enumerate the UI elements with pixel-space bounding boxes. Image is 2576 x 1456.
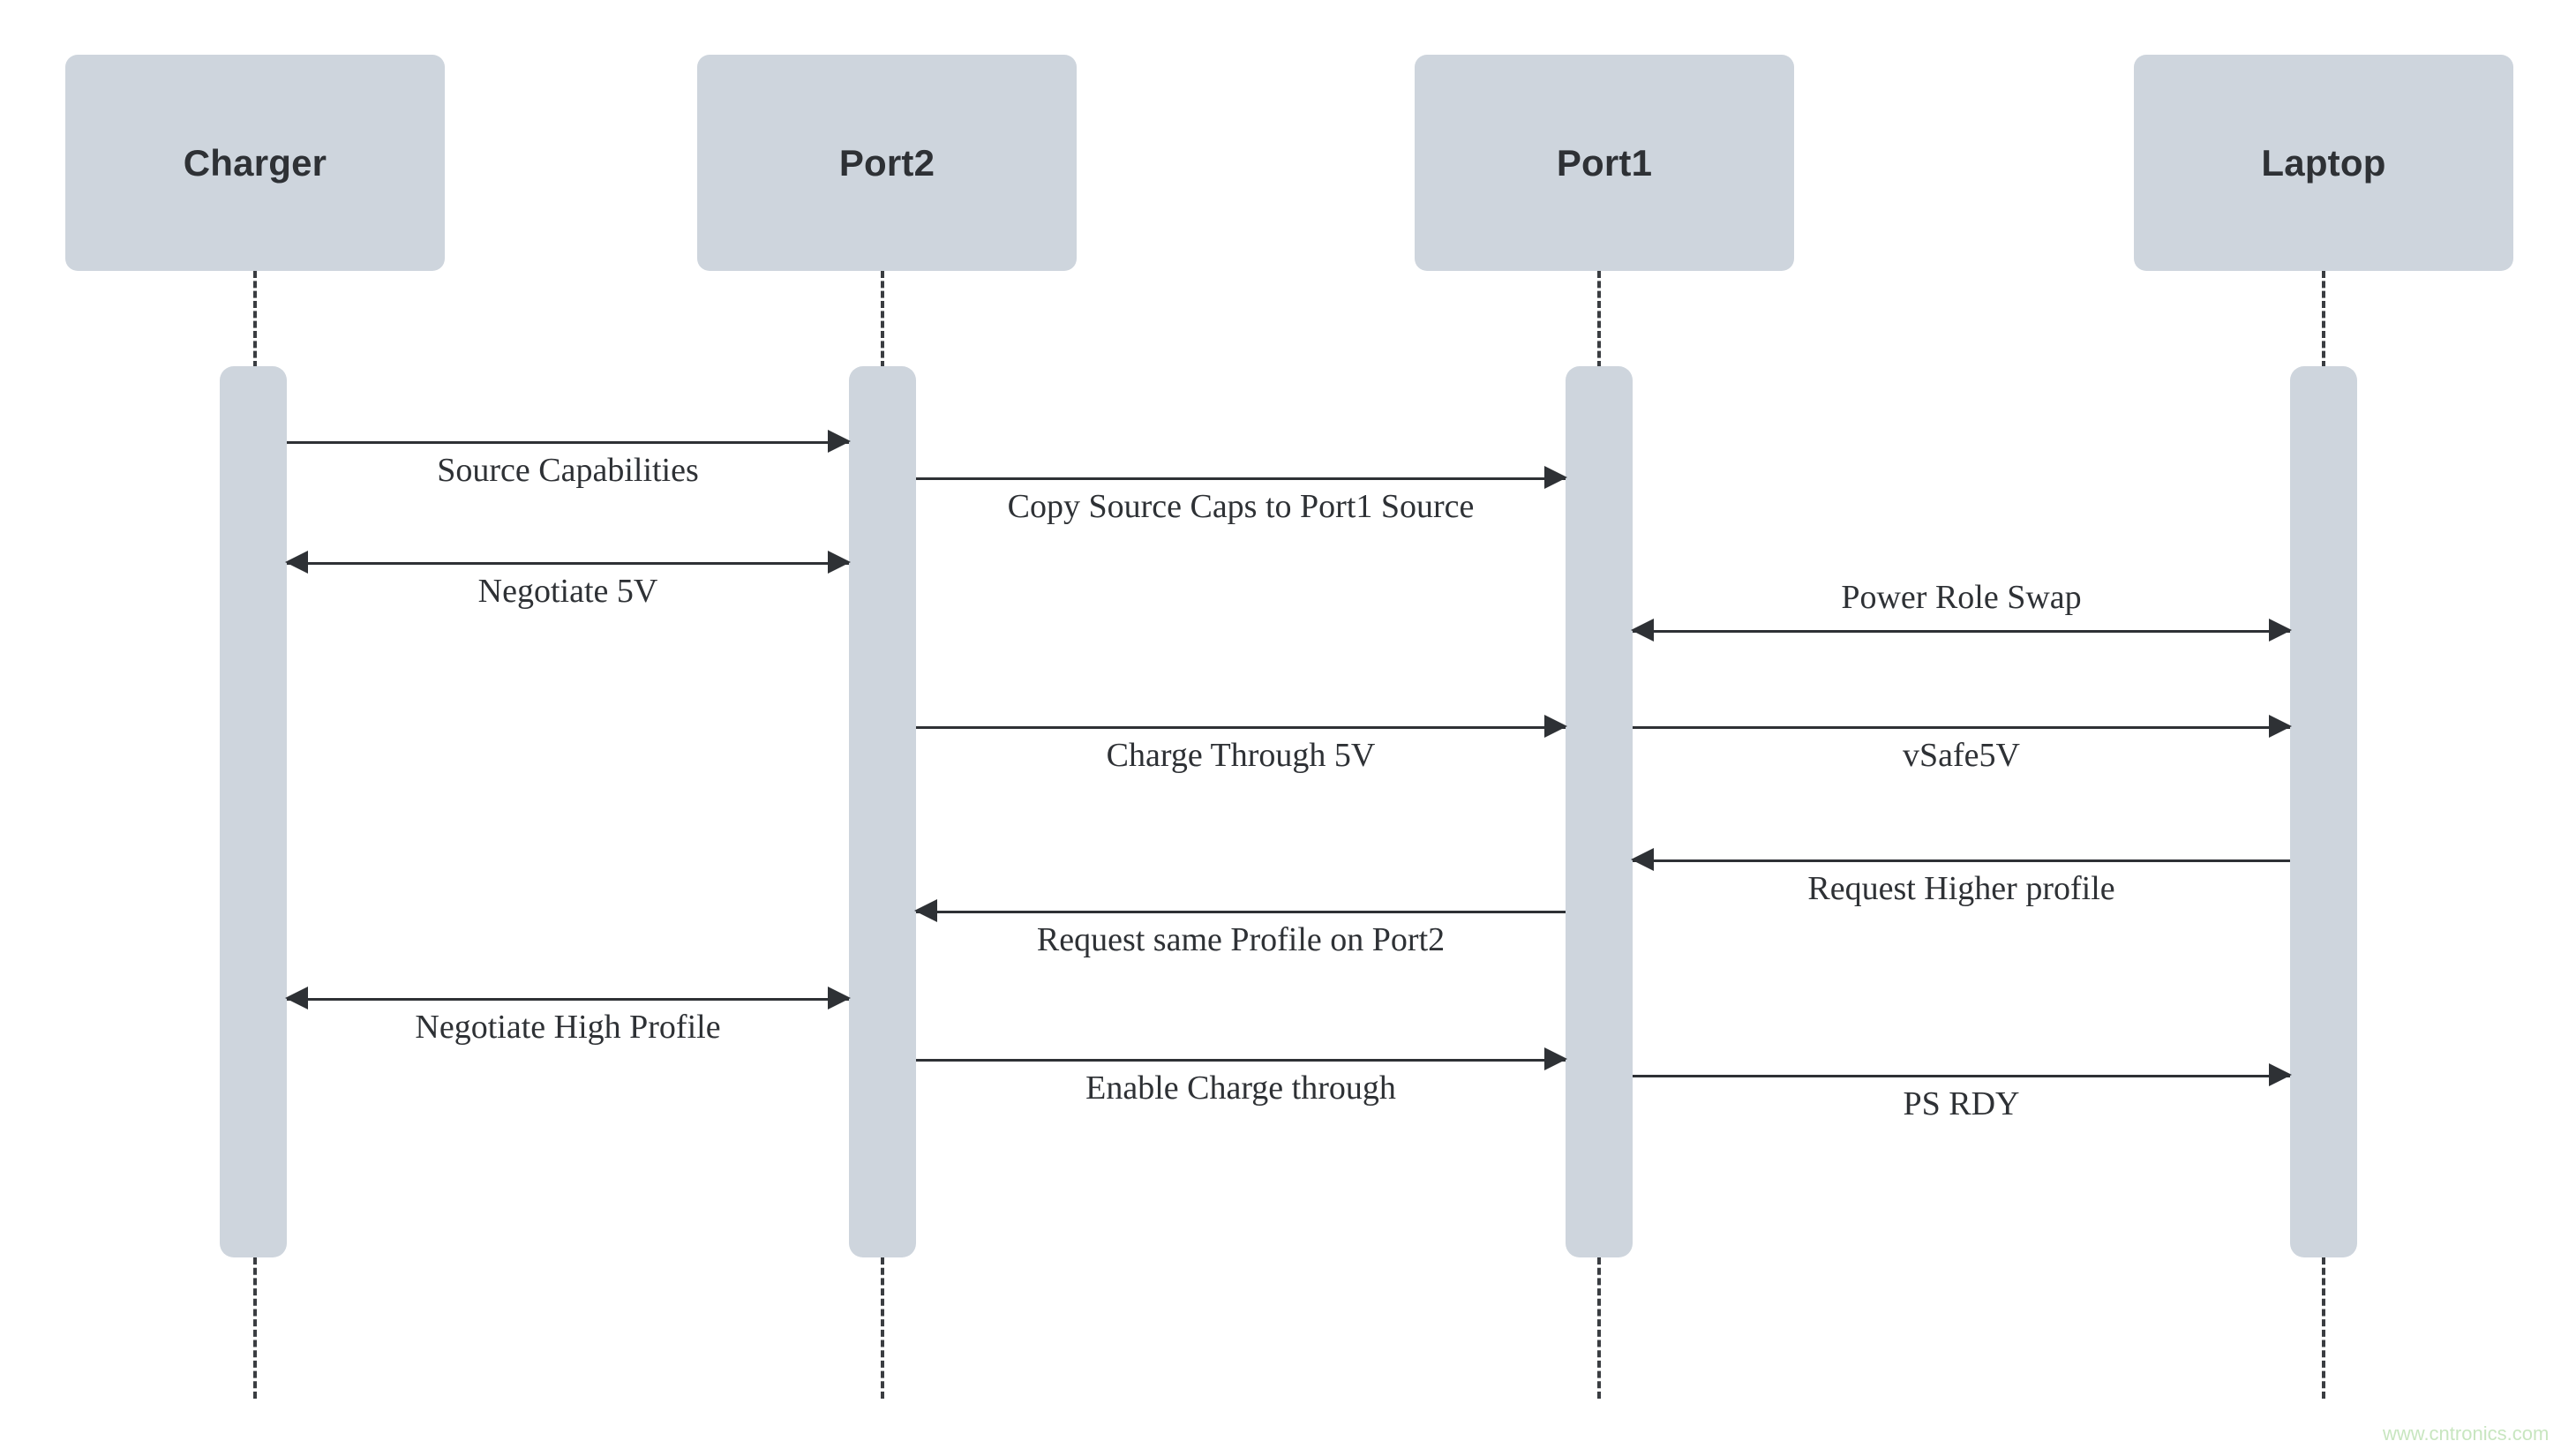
activation-bar-charger (220, 366, 287, 1257)
watermark: www.cntronics.com (2383, 1422, 2550, 1445)
participant-label: Charger (183, 141, 327, 184)
message-line (916, 1059, 1566, 1062)
arrowhead-right-icon (1544, 715, 1567, 738)
message-line (287, 998, 849, 1001)
arrowhead-right-icon (828, 987, 851, 1009)
activation-bar-laptop (2290, 366, 2357, 1257)
arrowhead-left-icon (914, 899, 937, 922)
arrowhead-left-icon (1631, 619, 1654, 642)
message-line (1633, 726, 2290, 729)
message-label: Copy Source Caps to Port1 Source (1007, 488, 1475, 525)
participant-label: Port2 (838, 141, 935, 184)
arrowhead-left-icon (285, 987, 308, 1009)
message-label: Power Role Swap (1841, 579, 2082, 616)
message-label: Source Capabilities (437, 452, 699, 489)
message-label: PS RDY (1903, 1085, 2020, 1122)
message-label: Request same Profile on Port2 (1036, 921, 1446, 958)
message-label: Request Higher profile (1807, 870, 2115, 907)
activation-bar-port1 (1566, 366, 1633, 1257)
participant-label: Port1 (1556, 141, 1653, 184)
message-line (287, 562, 849, 565)
participant-box-charger[interactable]: Charger (65, 55, 445, 271)
participant-box-port2[interactable]: Port2 (697, 55, 1077, 271)
message-label: Enable Charge through (1085, 1069, 1396, 1107)
message-line (916, 477, 1566, 480)
lifeline-charger (253, 1257, 257, 1399)
message-line (1633, 630, 2290, 633)
arrowhead-right-icon (828, 551, 851, 574)
arrowhead-right-icon (1544, 466, 1567, 489)
message-label: vSafe5V (1903, 737, 2020, 774)
message-line (1633, 1075, 2290, 1077)
message-line (1633, 859, 2290, 862)
lifeline-port1 (1597, 271, 1601, 368)
lifeline-port2 (881, 1257, 884, 1399)
message-line (916, 911, 1566, 913)
message-line (916, 726, 1566, 729)
arrowhead-right-icon (1544, 1047, 1567, 1070)
lifeline-laptop (2322, 1257, 2325, 1399)
lifeline-port1 (1597, 1257, 1601, 1399)
arrowhead-right-icon (2269, 715, 2292, 738)
lifeline-laptop (2322, 271, 2325, 368)
participant-box-port1[interactable]: Port1 (1415, 55, 1794, 271)
arrowhead-left-icon (285, 551, 308, 574)
participant-label: Laptop (2261, 141, 2386, 184)
message-label: Negotiate 5V (477, 573, 658, 610)
message-line (287, 441, 849, 444)
message-label: Negotiate High Profile (415, 1009, 721, 1046)
lifeline-port2 (881, 271, 884, 368)
activation-bar-port2 (849, 366, 916, 1257)
arrowhead-right-icon (2269, 1063, 2292, 1086)
message-label: Charge Through 5V (1106, 737, 1376, 774)
lifeline-charger (253, 271, 257, 368)
participant-box-laptop[interactable]: Laptop (2134, 55, 2513, 271)
arrowhead-right-icon (828, 430, 851, 453)
arrowhead-left-icon (1631, 848, 1654, 871)
arrowhead-right-icon (2269, 619, 2292, 642)
